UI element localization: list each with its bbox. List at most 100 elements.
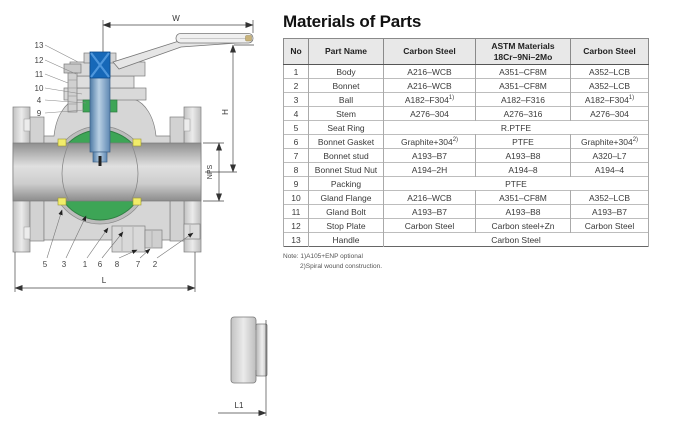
cell-material: A182–F3041) [383,92,476,107]
dimension-l: L [14,252,196,292]
left-flange-bolt-notch-bottom [23,226,31,240]
cell-part: Bonnet Gasket [308,134,384,149]
cell-material: A276–304 [383,106,476,121]
stem-tang [98,156,102,166]
cell-no: 4 [283,106,309,121]
stem-cross-mark [90,52,110,78]
note-line-2: 2)Spiral wound construction. [300,263,383,271]
seat-ring [57,138,67,147]
header-carbon-steel-2: Carbon Steel [570,38,649,65]
dim-label-l: L [102,276,107,285]
leader-line [44,109,85,114]
cell-material: A193–B7 [570,204,649,219]
part-label-9: 9 [37,109,42,118]
cell-material: A216–WCB [383,78,476,93]
cell-part: Bonnet Stud Nut [308,162,384,177]
table-row: 10 Gland Flange A216–WCB A351–CF8M A352–… [283,190,649,205]
cell-part: Stop Plate [308,218,384,233]
part-label-4: 4 [37,96,42,105]
cell-no: 3 [283,92,309,107]
cell-material: PTFE [475,134,571,149]
footnote-ref: 2) [452,136,459,143]
note-line-1: Note: 1)A105+ENP optional [283,253,363,260]
cell-part: Gland Bolt [308,204,384,219]
footnote-ref: 1) [628,94,635,101]
table-header-row: No Part Name Carbon Steel ASTM Materials… [283,38,649,65]
cell-material: A194–8 [475,162,571,177]
cell-material-span: PTFE [383,176,649,191]
cell-part: Bonnet [308,78,384,93]
leader-line [118,249,138,259]
table-row: 3 Ball A182–F3041) A182–F316 A182–F3041) [283,92,649,107]
cell-material: A351–CF8M [475,64,571,79]
leader-line [86,227,109,259]
seat-ring [57,197,67,206]
header-astm-line1: ASTM Materials [491,41,555,52]
leader-line [44,44,79,63]
cell-material: Graphite+3042) [570,134,649,149]
dimension-w: W [102,14,254,52]
part-label-2: 2 [153,260,158,269]
part-label-3: 3 [62,260,67,269]
materials-panel: Materials of Parts No Part Name Carbon S… [283,12,653,272]
cell-material: A216–WCB [383,190,476,205]
cell-material: A193–B7 [383,148,476,163]
dimension-l1: L1 [218,320,267,416]
cell-material: Graphite+3042) [383,134,476,149]
materials-table: No Part Name Carbon Steel ASTM Materials… [283,38,649,247]
cell-material: A352–LCB [570,78,649,93]
left-flange-bolt-notch-top [23,118,31,132]
drain-plug-body [111,225,146,253]
cell-material: A351–CF8M [475,190,571,205]
part-label-11: 11 [35,70,44,79]
table-row: 13 Handle Carbon Steel [283,232,649,247]
cell-material-span: Carbon Steel [383,232,649,247]
part-label-10: 10 [35,84,44,93]
leader-lines-bottom [46,209,194,259]
header-astm-materials: ASTM Materials 18Cr–9Ni–2Mo [475,38,571,65]
cell-no: 2 [283,78,309,93]
table-row: 8 Bonnet Stud Nut A194–2H A194–8 A194–4 [283,162,649,177]
leader-line [44,99,87,104]
stem-assembly [89,51,111,166]
flange-side-plug [183,223,201,240]
valve-cross-section-drawing: W H NPS L [12,14,268,416]
leader-line [44,73,69,84]
cell-material: A193–B8 [475,148,571,163]
ball-edge-right [130,142,139,202]
leader-line [44,87,83,95]
cell-material: A194–4 [570,162,649,177]
cell-material: A182–F316 [475,92,571,107]
part-label-8: 8 [115,260,120,269]
part-label-5: 5 [43,260,48,269]
cell-material: A352–LCB [570,64,649,79]
dim-label-nps: NPS [207,164,214,179]
header-astm-line2: 18Cr–9Ni–2Mo [493,51,553,62]
cell-part: Packing [308,176,384,191]
dim-label-w: W [172,14,180,23]
cell-material: A182–F3041) [570,92,649,107]
header-carbon-steel-1: Carbon Steel [383,38,476,65]
part-label-13: 13 [35,41,44,50]
cell-material-span: R.PTFE [383,120,649,135]
handle [112,33,254,70]
dim-label-h: H [221,109,230,115]
cell-no: 5 [283,120,309,135]
cell-material: A193–B7 [383,204,476,219]
page-title: Materials of Parts [283,12,422,31]
leader-line [156,232,194,259]
cell-no: 7 [283,148,309,163]
cell-no: 13 [283,232,309,247]
valve-diagram: W H NPS L [0,0,285,432]
cell-part: Gland Flange [308,190,384,205]
cell-material: A193–B8 [475,204,571,219]
ball-edge-left [61,142,70,202]
leader-lines-left [44,44,87,114]
cell-part: Handle [308,232,384,247]
table-row: 1 Body A216–WCB A351–CF8M A352–LCB [283,64,649,79]
leader-line [44,59,77,75]
seat-ring [132,138,142,147]
cell-material: Carbon Steel [570,218,649,233]
header-part-name: Part Name [308,38,384,65]
table-row: 4 Stem A276–304 A276–316 A276–304 [283,106,649,121]
